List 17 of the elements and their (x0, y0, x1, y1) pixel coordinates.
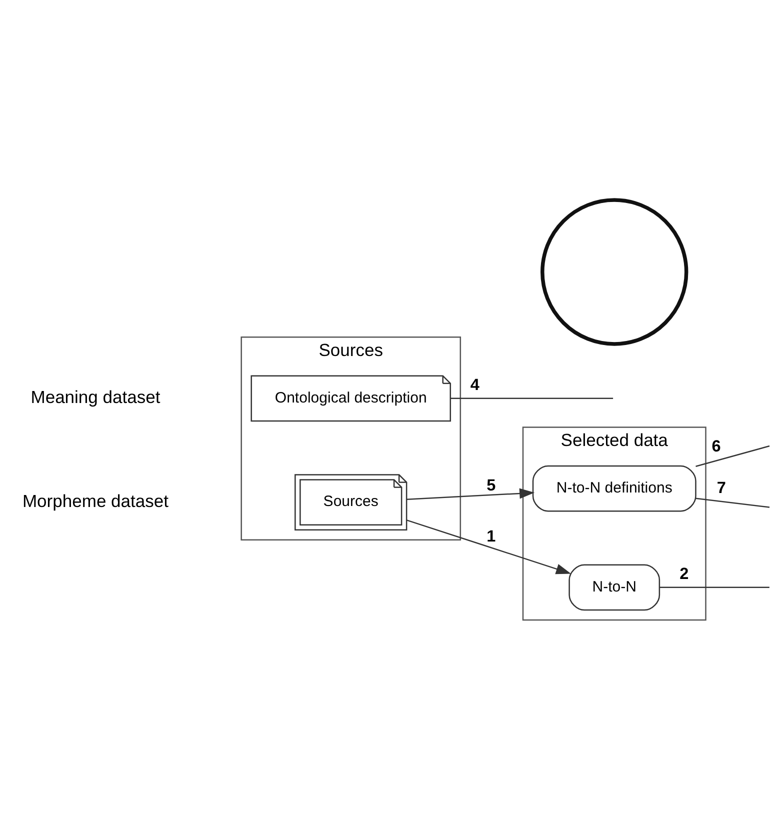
edge-label: 4 (470, 376, 480, 394)
label: Morpheme dataset (22, 490, 169, 511)
edge-label: 7 (716, 478, 726, 497)
connector (660, 586, 770, 588)
node-circle (540, 198, 688, 346)
label: Meaning dataset (30, 387, 160, 408)
connector (696, 445, 770, 467)
edge-label: 6 (712, 438, 721, 456)
connector (696, 498, 770, 508)
node-box: N-to-N (568, 564, 660, 611)
node-box: N-to-N definitions (532, 465, 696, 512)
arrow (406, 520, 572, 574)
edge-label: 2 (680, 564, 689, 583)
edge-label: 1 (486, 528, 496, 546)
edge-label: 5 (486, 476, 496, 494)
connector (450, 398, 614, 400)
arrow (406, 488, 535, 500)
